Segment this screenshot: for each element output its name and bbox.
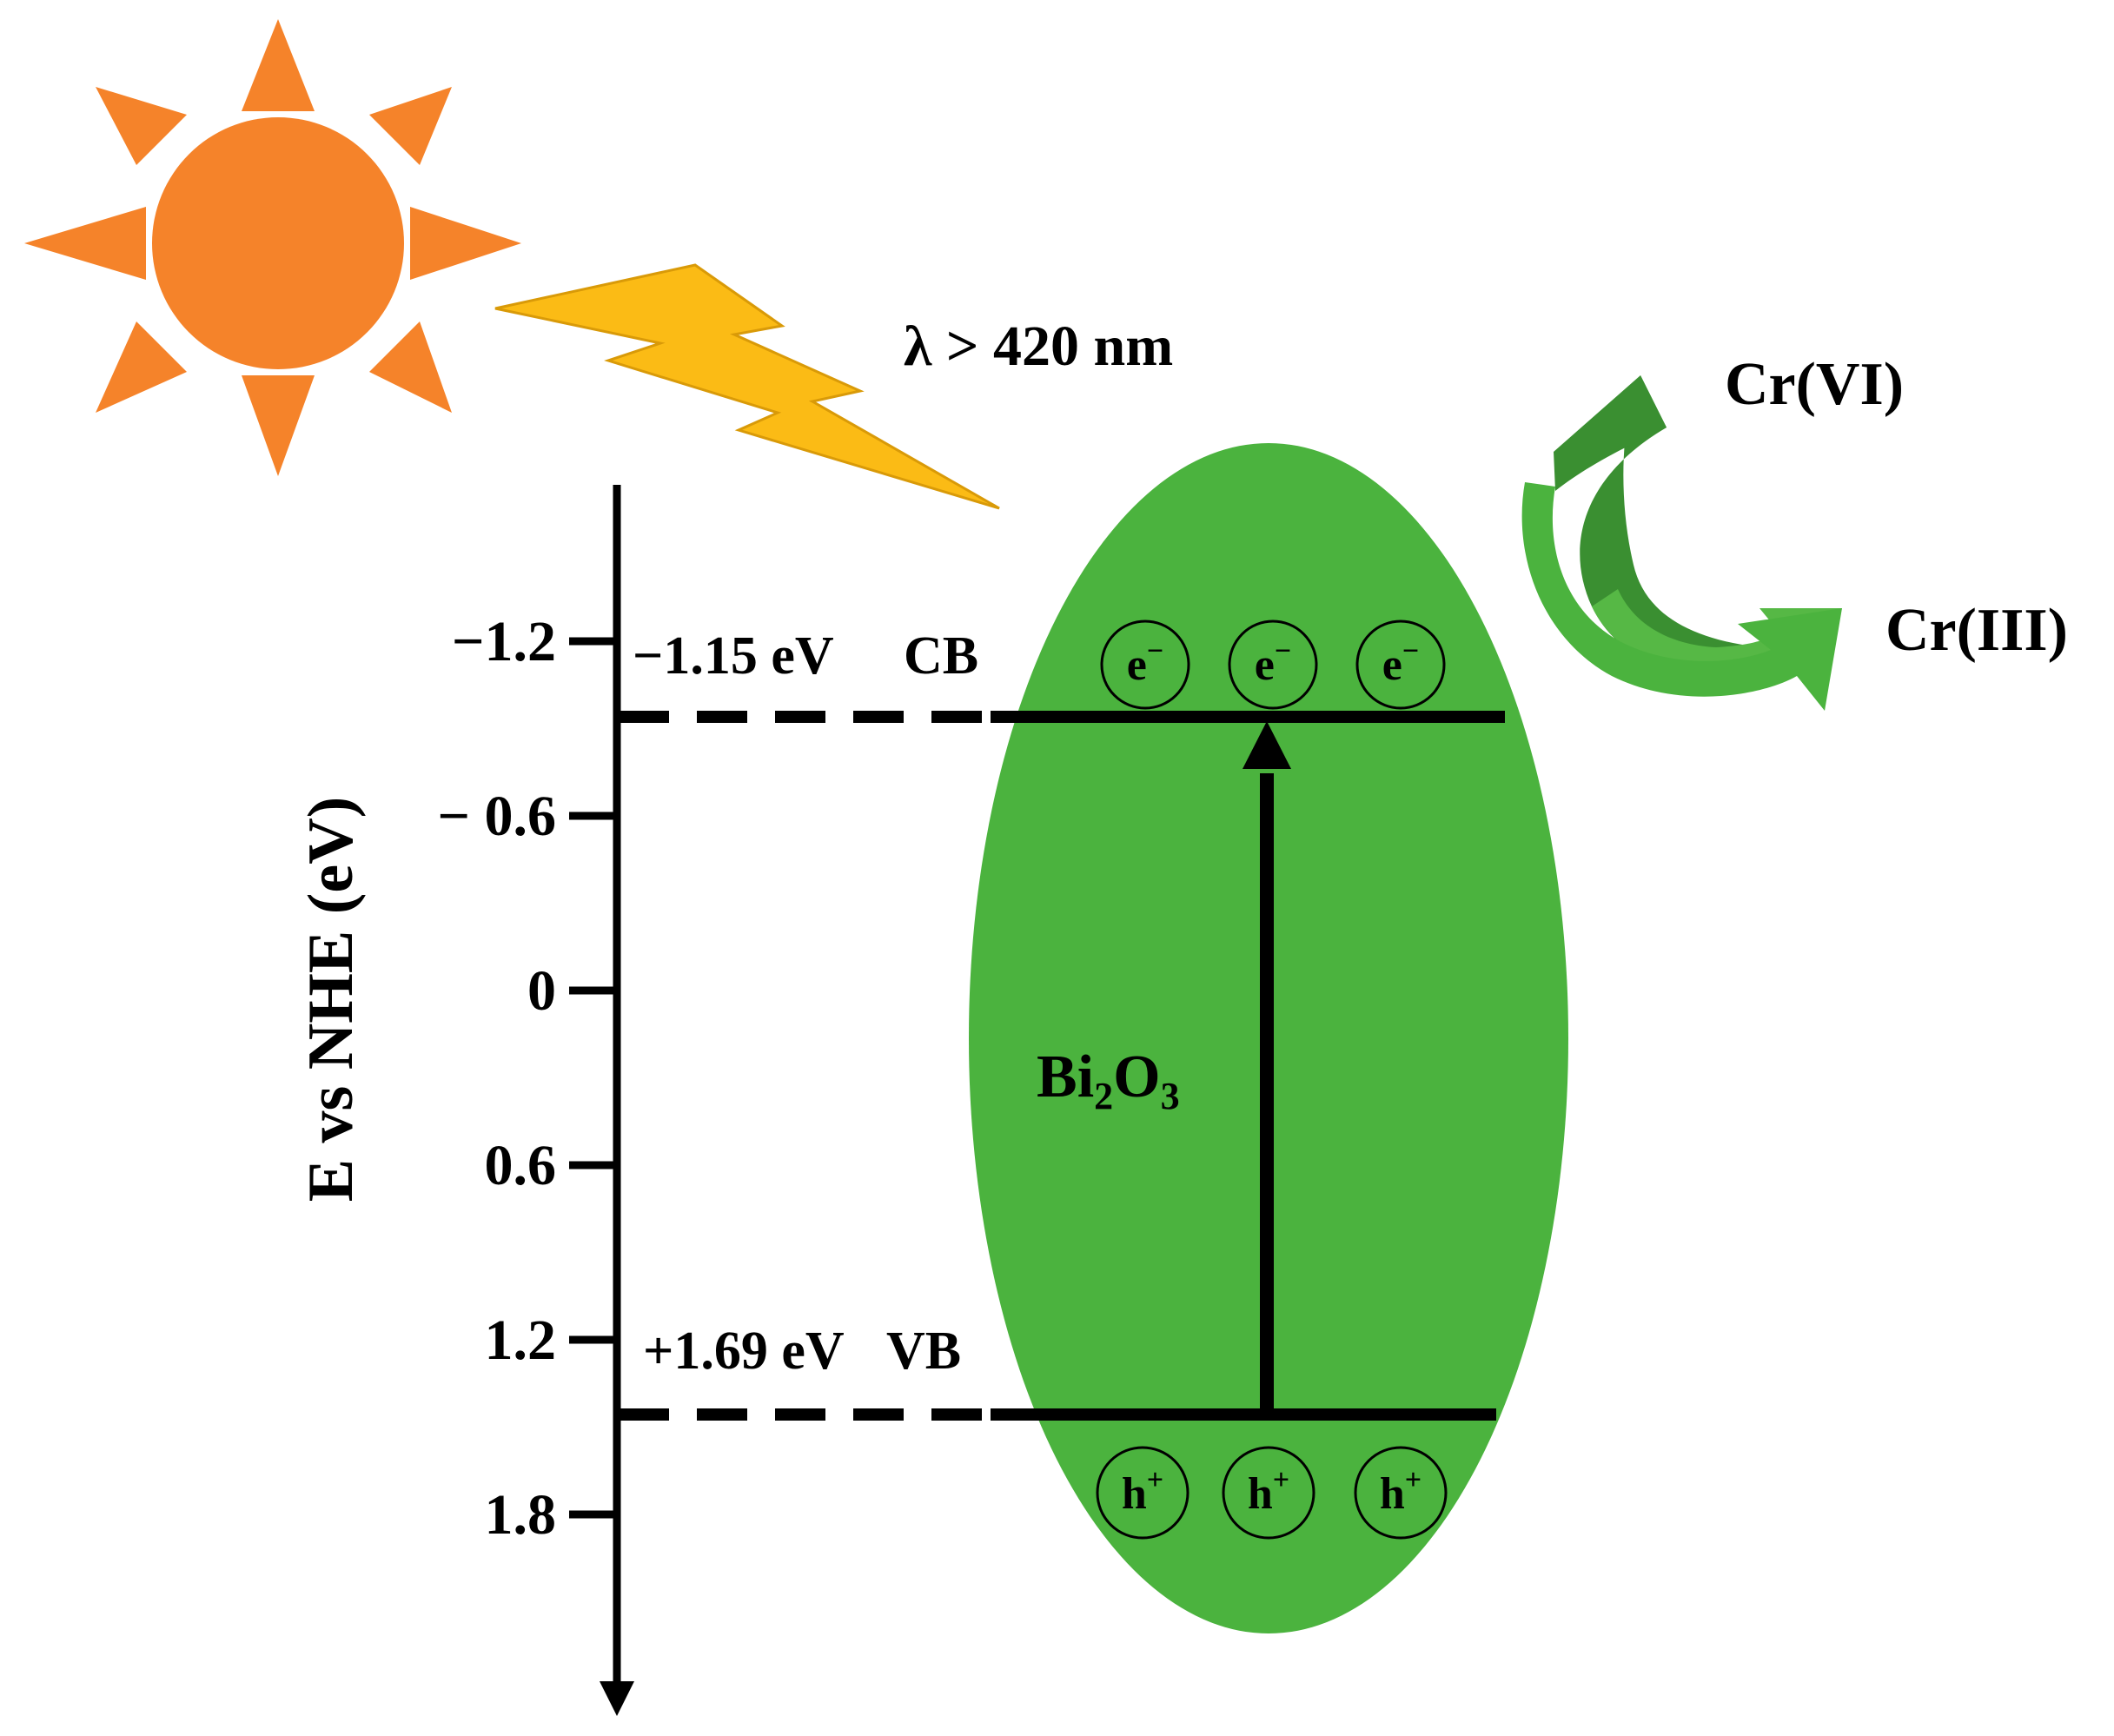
cb-name-label: CB [904, 626, 978, 686]
svg-text:h+: h+ [1248, 1464, 1289, 1519]
product-label: Cr(III) [1885, 597, 2068, 664]
material-label: Bi2O3 [1037, 1044, 1180, 1117]
electron: e− [1228, 620, 1318, 710]
hole: h+ [1354, 1446, 1448, 1540]
vb-energy-label: +1.69 eV [643, 1322, 845, 1381]
cb-energy-label: −1.15 eV [633, 626, 834, 686]
svg-text:e−: e− [1382, 635, 1419, 690]
excitation-arrowhead-icon [1243, 721, 1291, 769]
axis-ticks [569, 637, 617, 1519]
sun-disc [152, 117, 404, 369]
axis-tick-label: − 0.6 [437, 785, 556, 848]
electron: e− [1100, 620, 1190, 710]
electron: e− [1355, 620, 1446, 710]
svg-text:e−: e− [1127, 635, 1163, 690]
sun-icon [24, 19, 521, 476]
light-wavelength-label: λ > 420 nm [904, 315, 1173, 378]
hole: h+ [1222, 1446, 1315, 1540]
lightning-icon [494, 263, 1000, 510]
vb-name-label: VB [886, 1322, 961, 1381]
hole: h+ [1096, 1446, 1190, 1540]
svg-text:h+: h+ [1122, 1464, 1163, 1519]
energy-axis: −1.2 − 0.6 0 0.6 1.2 1.8 [437, 485, 634, 1716]
axis-tick-labels: −1.2 − 0.6 0 0.6 1.2 1.8 [437, 610, 556, 1547]
axis-tick-label: 0.6 [485, 1134, 557, 1197]
svg-text:e−: e− [1255, 635, 1291, 690]
svg-text:h+: h+ [1380, 1464, 1421, 1519]
axis-arrow-icon [600, 1681, 634, 1716]
reduction-arrow-icon [1521, 375, 1842, 711]
electron-group: e− e− e− [1100, 620, 1446, 710]
sun-rays [24, 19, 521, 476]
axis-title: E vs NHE (eV) [295, 797, 367, 1203]
axis-tick-label: 0 [527, 959, 556, 1023]
axis-tick-label: −1.2 [452, 610, 556, 673]
axis-tick-label: 1.8 [485, 1483, 557, 1547]
axis-tick-label: 1.2 [485, 1309, 557, 1372]
hole-group: h+ h+ h+ [1096, 1446, 1448, 1540]
reactant-label: Cr(VI) [1725, 351, 1904, 418]
